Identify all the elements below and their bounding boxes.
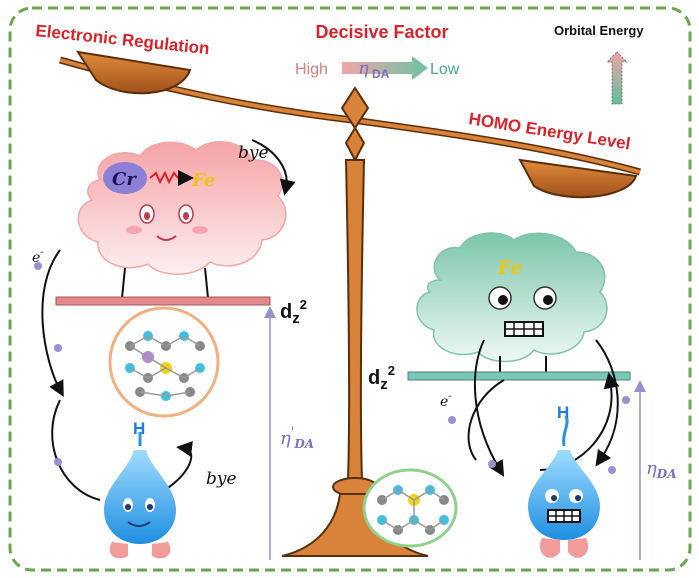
right-dz2-level [407, 371, 631, 381]
left-electron-label: e- [32, 247, 44, 266]
right-structure-circle [362, 468, 458, 548]
left-molecular-structure [125, 331, 205, 401]
eta-gradient-arrow [342, 56, 428, 80]
decisive-factor-title: Decisive Factor [315, 22, 448, 42]
left-title: Electronic Regulation [35, 21, 211, 58]
left-system: Cr Fe bye dz2 [32, 139, 314, 560]
right-water-drop [528, 450, 600, 540]
right-molecular-structure [377, 485, 449, 535]
balance-pillar [344, 159, 366, 481]
right-electron-label: e- [440, 391, 452, 410]
cr-atom-label: Cr [112, 169, 137, 190]
bye-bottom-label: bye [206, 469, 237, 489]
right-system: Fe dz2 e- [362, 232, 677, 560]
orbital-energy-arrow [606, 51, 628, 105]
balance-scale [59, 50, 641, 557]
eta-subscript: DA [372, 67, 390, 81]
right-dz2-label: dz2 [368, 363, 395, 393]
left-gap-label: η'DA [280, 425, 314, 451]
left-water-drop [104, 450, 176, 544]
left-fe-atom-label: Fe [191, 170, 215, 191]
orbital-energy-legend: Orbital Energy [554, 23, 644, 105]
right-cloud [416, 232, 608, 363]
cr-fe-zigzag [149, 170, 179, 185]
right-pan [518, 158, 638, 199]
left-pan [75, 50, 192, 95]
eta-scale: High η DA Low [295, 56, 460, 81]
eta-high-label: High [295, 61, 328, 78]
right-gap-label: ηDA [646, 458, 677, 481]
right-hydrogen-label: H [557, 403, 569, 422]
dashed-border [8, 6, 692, 572]
left-dz2-label: dz2 [280, 297, 307, 327]
eta-low-label: Low [430, 61, 460, 78]
cr-bubble [103, 162, 147, 194]
eta-symbol: η [358, 58, 369, 79]
left-dz2-level [55, 296, 271, 306]
left-hydrogen-label: H [133, 419, 145, 438]
bye-top-label: bye [238, 143, 269, 163]
right-fe-atom-label: Fe [497, 257, 523, 279]
orbital-energy-label: Orbital Energy [554, 23, 644, 38]
right-title: HOMO Energy Level [467, 109, 631, 153]
